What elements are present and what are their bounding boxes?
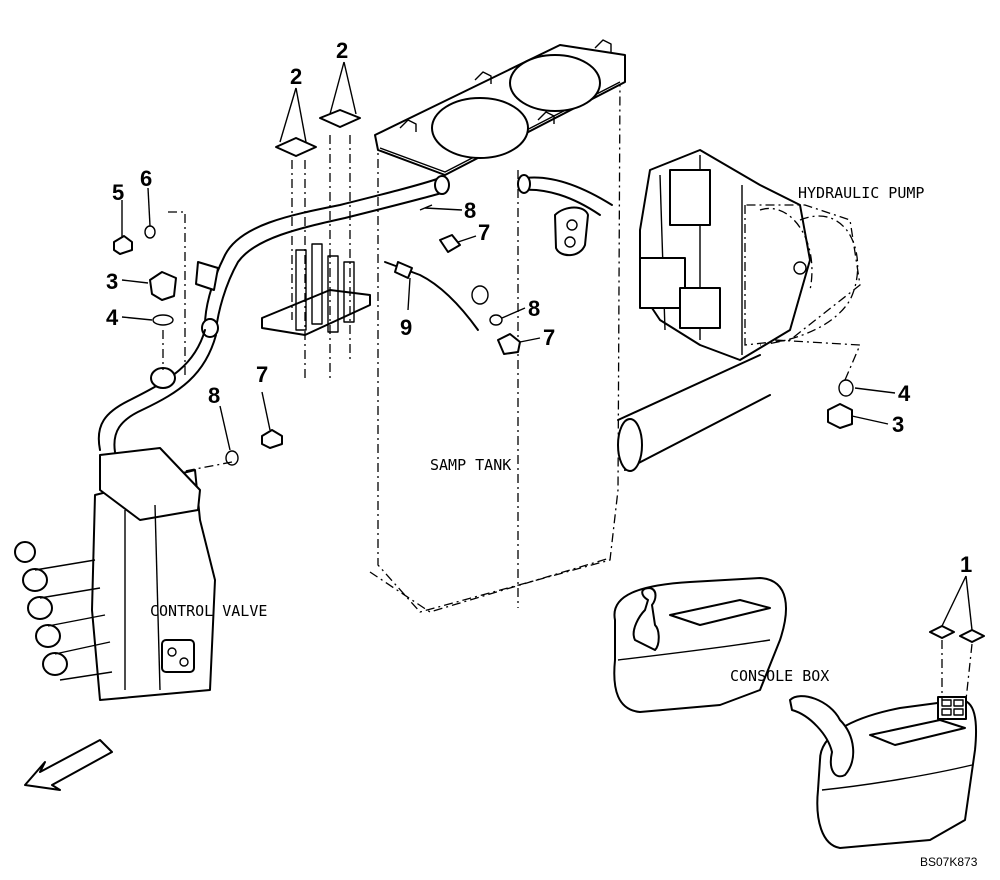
- oring-6: [144, 225, 156, 239]
- callout-5: 5: [112, 180, 124, 205]
- plug-7-mid: [497, 333, 521, 355]
- callout-7b: 7: [543, 325, 555, 350]
- callout-4b: 4: [898, 381, 911, 406]
- oring-8-mid: [489, 314, 503, 326]
- callout-1: 1: [960, 552, 972, 577]
- tank-port-right: [509, 54, 601, 112]
- hydraulic-pump: [639, 149, 861, 381]
- oring-4-left: [152, 314, 174, 326]
- callout-3a: 3: [106, 269, 118, 294]
- filter-manifold: [261, 135, 371, 380]
- leader-lines: [121, 187, 896, 425]
- callout-3b: 3: [892, 412, 904, 437]
- callout-8a: 8: [464, 198, 476, 223]
- callout-4a: 4: [106, 305, 119, 330]
- oring-8-lower: [225, 450, 239, 466]
- callout-2b: 2: [336, 38, 348, 63]
- sensor-9: [394, 261, 413, 279]
- console-box-left: [613, 577, 787, 713]
- callout-7c: 7: [256, 362, 268, 387]
- callout-8c: 8: [208, 383, 220, 408]
- label-plates-1: [929, 575, 985, 701]
- plug-5: [113, 235, 133, 255]
- hydraulic-hoses: [97, 175, 771, 472]
- callout-2a: 2: [290, 64, 302, 89]
- samp-tank: [369, 39, 626, 613]
- callout-8b: 8: [528, 296, 540, 321]
- plug-3-right: [827, 403, 853, 429]
- sensor-fittings: [384, 204, 521, 355]
- valve-spools: [14, 541, 113, 681]
- label-samp-tank: SAMP TANK: [430, 456, 511, 474]
- callout-numbers: 2 2 5 6 3 4 8 7 9 8 7 7 8 4 3 1: [106, 38, 972, 577]
- right-fittings: [827, 379, 854, 429]
- drawing-code: BS07K873: [920, 855, 978, 869]
- tank-port-left: [431, 97, 529, 159]
- plug-7-lower: [261, 429, 283, 449]
- callout-6: 6: [140, 166, 152, 191]
- oring-4-right: [838, 379, 854, 397]
- label-console-box: CONSOLE BOX: [730, 667, 829, 685]
- callout-9: 9: [400, 315, 412, 340]
- tank-sight-gauge: [554, 206, 589, 257]
- console-box-right: [789, 695, 978, 849]
- label-plates-2: [275, 61, 361, 157]
- front-direction-arrow: [24, 739, 113, 791]
- plug-3-left: [149, 271, 177, 301]
- label-hydraulic-pump: HYDRAULIC PUMP: [798, 184, 924, 202]
- plug-7-upper: [439, 234, 461, 253]
- control-valve: [14, 447, 216, 701]
- label-control-valve: CONTROL VALVE: [150, 602, 267, 620]
- left-fittings: [113, 211, 283, 473]
- joystick-left: [632, 587, 660, 651]
- callout-7a: 7: [478, 220, 490, 245]
- joystick-right: [789, 695, 855, 778]
